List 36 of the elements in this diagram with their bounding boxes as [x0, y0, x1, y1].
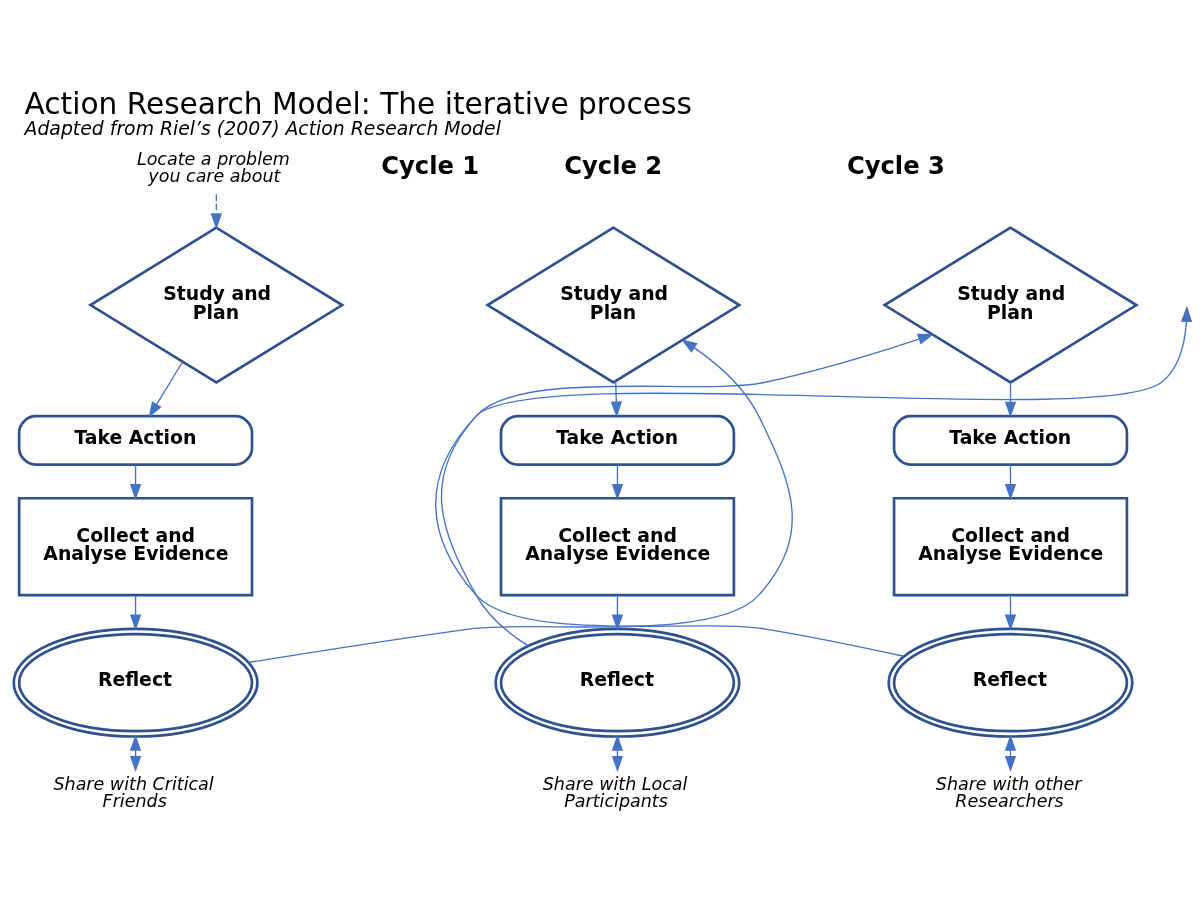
- arrow: [1004, 382, 1017, 418]
- node-ellipse: Reflect: [12, 627, 259, 738]
- label: Cycle 2: [564, 152, 663, 181]
- node-text: Share with Critical Friends: [53, 773, 214, 812]
- arrow: [129, 734, 142, 773]
- node-box: Collect and Analyse Evidence: [17, 496, 254, 597]
- node-diamond: Study and Plan: [882, 226, 1139, 385]
- node-box: Take Action: [17, 414, 254, 466]
- node-text: Share with other Researchers: [935, 773, 1082, 812]
- node-box: Take Action: [892, 414, 1129, 466]
- arrow: [248, 339, 793, 664]
- arrow: [210, 193, 222, 230]
- caption: Adapted from Riel’s (2007) Action Research Model: [24, 118, 501, 140]
- node-box: Collect and Analyse Evidence: [499, 496, 736, 597]
- node-text: Locate a problem you care about: [136, 148, 290, 187]
- arrow: [441, 333, 935, 647]
- node-text: Share with Local Participants: [542, 773, 688, 812]
- arrow: [1004, 594, 1017, 631]
- arrow: [129, 594, 142, 631]
- label: Cycle 3: [846, 152, 945, 181]
- arrow: [129, 464, 142, 501]
- arrow: [610, 380, 622, 418]
- arrow: [611, 734, 624, 773]
- arrow: [611, 594, 624, 631]
- arrow: [1004, 464, 1017, 501]
- arrow: [1004, 734, 1017, 773]
- node-box: Take Action: [499, 414, 736, 466]
- node-diamond: Study and Plan: [87, 226, 345, 385]
- arrow: [611, 464, 624, 501]
- node-box: Collect and Analyse Evidence: [892, 496, 1129, 597]
- label: Cycle 1: [381, 152, 480, 181]
- node-diamond: Study and Plan: [485, 226, 742, 385]
- node-ellipse: Reflect: [887, 627, 1134, 738]
- arrow: [148, 361, 184, 418]
- node-ellipse: Reflect: [494, 627, 741, 738]
- arrow: [435, 305, 1193, 657]
